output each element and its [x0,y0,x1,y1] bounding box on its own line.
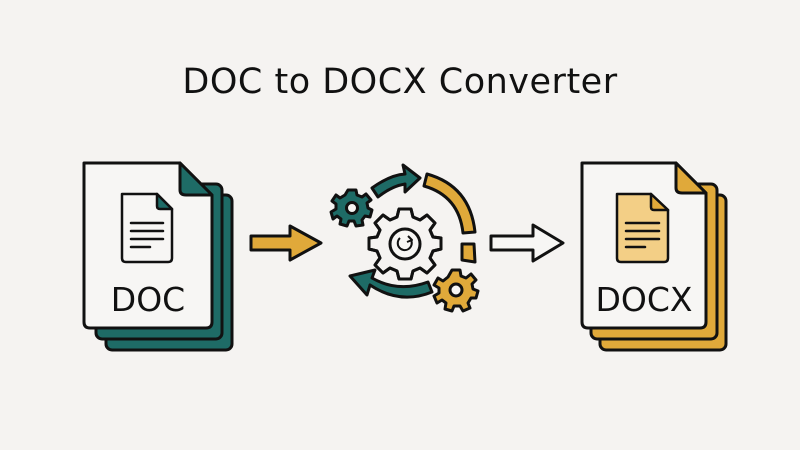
doc-file-stack-icon [82,161,234,352]
source-format-label: DOC [110,280,186,319]
arrow-right-outline-icon [489,223,565,263]
gears-conversion-icon [329,163,480,313]
page-title: DOC to DOCX Converter [182,62,618,102]
target-format-label: DOCX [595,280,693,319]
docx-file-stack-icon [580,161,728,352]
arrow-right-icon [249,224,323,262]
